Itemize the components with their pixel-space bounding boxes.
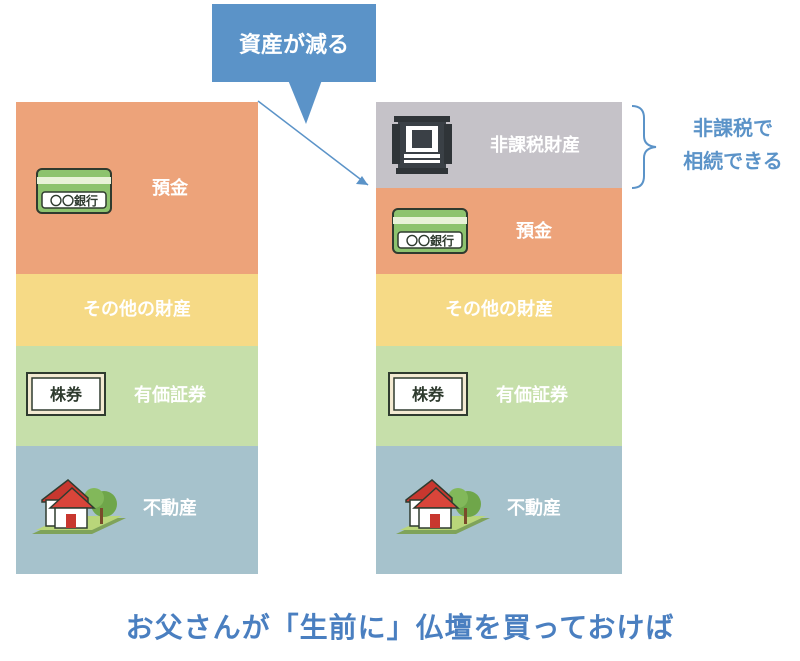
side-note-line1: 非課税で <box>693 116 773 140</box>
left-stock-certificate-icon: 株券 <box>26 372 106 416</box>
left-real-estate-label: 不動産 <box>143 498 197 519</box>
left-other-assets-label: その他の財産 <box>83 299 191 320</box>
right-other-assets-label: その他の財産 <box>445 299 553 320</box>
right-stock-certificate-icon: 株券 <box>388 372 468 416</box>
left-bank-card-icon: 〇〇銀行 <box>36 168 112 214</box>
asset-decrease-callout: 資産が減る <box>212 4 376 82</box>
right-bank-card-text: 〇〇銀行 <box>406 233 454 248</box>
curly-brace <box>631 105 657 189</box>
left-certificate-text: 株券 <box>50 385 83 404</box>
left-other-assets-block <box>16 274 258 346</box>
left-house-icon <box>32 479 126 534</box>
left-securities-label: 有価証券 <box>134 385 206 406</box>
buddhist-altar-icon <box>392 116 452 174</box>
right-house-icon <box>396 479 490 534</box>
left-bank-card-text: 〇〇銀行 <box>50 193 98 208</box>
bottom-caption: お父さんが「生前に」仏壇を買っておけば <box>125 611 675 644</box>
callout-text: 資産が減る <box>238 33 349 58</box>
right-securities-label: 有価証券 <box>496 385 568 406</box>
side-note-line2: 相続できる <box>683 149 783 173</box>
right-certificate-text: 株券 <box>412 385 445 404</box>
right-real-estate-label: 不動産 <box>507 498 561 519</box>
left-deposit-label: 預金 <box>152 178 188 199</box>
right-bank-card-icon: 〇〇銀行 <box>392 208 468 254</box>
left-asset-stack <box>16 102 258 574</box>
right-deposit-label: 預金 <box>516 221 552 242</box>
non-taxable-inheritance-note: 非課税で 相続できる <box>668 112 798 178</box>
right-other-assets-block <box>376 274 622 346</box>
right-non-taxable-label: 非課税財産 <box>490 135 580 156</box>
